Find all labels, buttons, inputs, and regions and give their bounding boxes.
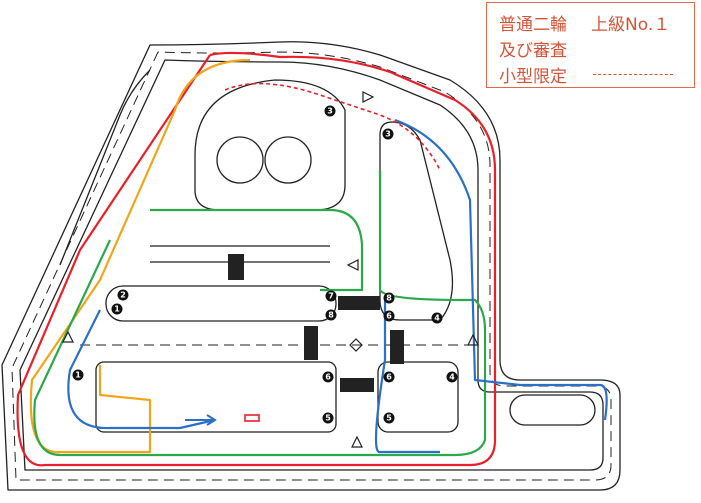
svg-text:4: 4 [434,314,440,323]
marker-8-a: 8 [325,309,337,321]
marker-4-a: 4 [431,312,443,324]
crosswalk-3 [304,326,318,360]
lane-line-outer [11,51,612,481]
course-grade: 上級No.１ [591,15,671,35]
svg-text:2: 2 [120,291,126,300]
marker-5-a: 5 [322,412,334,424]
crosswalk-4 [390,330,404,364]
svg-text:8: 8 [386,294,392,303]
triangle-arrow-middle [346,259,359,271]
infield-lower-right [377,361,459,433]
svg-text:3: 3 [327,107,333,116]
marker-6-a: 6 [322,371,334,383]
infield-middle-left [105,285,337,322]
route-orange [29,58,251,454]
svg-text:6: 6 [386,373,392,382]
triangle-arrow-left [62,330,74,343]
track-inner-edge [19,59,604,471]
route-blue [67,118,608,454]
triangle-arrow-top [362,91,375,103]
s-curve [59,69,151,266]
svg-text:6: 6 [386,312,392,321]
svg-text:6: 6 [325,373,331,382]
svg-text:4: 4 [449,373,455,382]
infield-lower-left [95,361,337,433]
triangle-arrow-bottom [351,435,363,448]
marker-8-b: 8 [383,292,395,304]
marker-3-b: 3 [382,128,394,140]
straight-right-ext [509,394,596,426]
legend-line-2: 及び審査 [499,41,567,61]
svg-text:8: 8 [328,311,334,320]
marker-1-a: 1 [111,303,123,315]
route-green [33,170,487,457]
course-boundary [1,41,621,491]
legend-box: 普通二輪 上級No.１ 及び審査 小型限定 [486,2,695,88]
route-red [16,51,497,467]
marker-7: 7 [325,290,337,302]
marker-5-b: 5 [383,412,395,424]
legend-limited-label: 小型限定 [499,67,567,87]
marker-3-a: 3 [324,105,336,117]
marker-6-b: 6 [383,371,395,383]
svg-text:1: 1 [75,371,81,380]
triangle-arrow-right [467,333,479,346]
marker-4-b: 4 [446,371,458,383]
svg-text:5: 5 [325,414,331,423]
start-marker [244,414,260,422]
marker-6-c: 6 [383,310,395,322]
legend-line-1: 普通二輪 上級No.１ [499,10,670,35]
crosswalk-2 [338,296,380,310]
marker-2: 2 [117,289,129,301]
svg-text:1: 1 [114,305,120,314]
crosswalk-1 [228,254,244,280]
figure-eight-left [216,136,264,184]
route-red-dashed [224,82,441,171]
legend-dashed-line [593,74,673,75]
figure-eight-right [264,136,312,184]
diamond-symbol [349,338,363,352]
course-title: 普通二輪 [499,15,567,35]
svg-text:7: 7 [328,292,334,301]
svg-text:5: 5 [386,414,392,423]
svg-text:3: 3 [385,130,391,139]
marker-1-b: 1 [72,369,84,381]
crosswalk-5 [340,378,374,392]
direction-arrow-blue [185,414,217,426]
